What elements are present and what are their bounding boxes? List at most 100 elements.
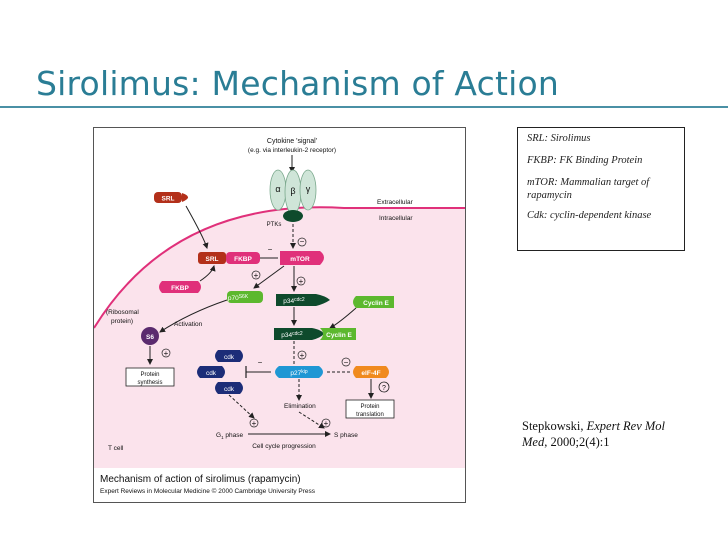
abbreviation-legend: SRL: Sirolimus FKBP: FK Binding Protein …: [517, 127, 685, 251]
ptk-icon: [283, 210, 303, 222]
plus-circle-2: [296, 276, 306, 286]
slide-title: Sirolimus: Mechanism of Action: [36, 64, 559, 103]
mtor-to-p70-arrow: [253, 265, 285, 289]
plus-sign-4: +: [300, 351, 305, 360]
citation-journal: Expert Rev Mol Med: [522, 419, 666, 449]
fkbp-complex-text: FKBP: [234, 256, 252, 263]
protein-synthesis-line2: synthesis: [137, 380, 162, 386]
plus-sign-3: +: [164, 349, 169, 358]
minus-circle-2: [297, 237, 307, 247]
intracellular-label: Intracellular: [379, 215, 413, 222]
mechanism-diagram: Cytokine 'signal' (e.g. via interleukin-…: [94, 138, 465, 469]
protein-synthesis-line1: Protein: [140, 372, 159, 378]
slide-background-top: [0, 0, 728, 20]
plus-circle-4: [297, 350, 307, 360]
plus-circle-3: [161, 348, 171, 358]
fkbp-complex: [226, 252, 260, 264]
g1-word: phase: [224, 432, 244, 439]
cdk-top: [215, 350, 243, 362]
p27-text: p27kip: [290, 369, 307, 377]
fkbp-free-text: FKBP: [171, 285, 189, 292]
p70-sup: S6K: [239, 294, 249, 300]
protein-label: protein): [111, 318, 133, 325]
p70-main: p70: [228, 295, 239, 302]
cyclin-e-free-text: Cyclin E: [363, 300, 389, 307]
p34a-main: p34: [283, 298, 294, 305]
srl-complex: [198, 252, 226, 264]
p34-top: [276, 294, 330, 306]
protein-translation-line1: Protein: [360, 404, 379, 410]
alpha-label: α: [275, 184, 280, 194]
g1-sub: 1: [221, 435, 224, 440]
fkbp-to-complex-arrow: [199, 265, 216, 282]
p34b-main: p34: [281, 332, 292, 339]
cdk-mid: [197, 366, 225, 378]
t-cell-label: T cell: [108, 445, 124, 452]
citation-author: Stepkowski,: [522, 419, 587, 433]
receptor-gamma: [299, 169, 317, 211]
plus-sign-5: +: [252, 419, 257, 428]
srl-free-text: SRL: [162, 196, 175, 203]
cell-membrane: [94, 206, 465, 329]
cdk-mid-text: cdk: [206, 370, 217, 377]
question-icon: [378, 381, 390, 393]
srl-to-complex-arrow: [185, 205, 209, 249]
cdk-bottom-text: cdk: [224, 386, 235, 393]
protein-translation-line2: translation: [356, 412, 384, 418]
p70-text: p70S6K: [228, 294, 249, 302]
elf4f-text: elF-4F: [361, 370, 380, 377]
protein-synthesis-box: [125, 367, 175, 387]
plus-sign-1: +: [254, 271, 259, 280]
legend-item: FKBP: FK Binding Protein: [527, 155, 643, 166]
cell-cycle-label: Cell cycle progression: [252, 443, 316, 450]
protein-translation-box: [345, 399, 395, 419]
legend-item: mTOR: Mammalian target of rapamycin: [527, 177, 650, 201]
cyclin-e-bound: [320, 328, 356, 340]
legend-item: Cdk: cyclin-dependent kinase: [527, 210, 652, 221]
p34a-sup: cdc2: [294, 297, 305, 303]
minus-sign-4: −: [344, 358, 349, 367]
p70-s6k: [227, 291, 263, 303]
extracellular-label: Extracellular: [377, 199, 414, 206]
elimination-label: Elimination: [284, 403, 316, 410]
gamma-label: γ: [306, 184, 311, 194]
figure-copyright: Expert Reviews in Molecular Medicine © 2…: [100, 488, 316, 495]
srl-free: [154, 192, 182, 203]
plus-circle-6: [321, 418, 331, 428]
p34-bottom: [274, 328, 324, 340]
minus-sign-2: −: [300, 237, 305, 246]
mechanism-figure: Cytokine 'signal' (e.g. via interleukin-…: [93, 127, 466, 503]
legend-item: SRL: Sirolimus: [527, 133, 591, 144]
p70-to-s6-arrow: [159, 299, 228, 333]
ribosomal-label: (Ribosomal: [106, 309, 139, 316]
citation-details: , 2000;2(4):1: [544, 435, 610, 449]
srl-complex-text: SRL: [206, 256, 219, 263]
cyclin-to-complex-arrow: [329, 307, 357, 329]
mtor-box: [280, 251, 324, 265]
p34-bottom-text: p34cdc2: [281, 331, 303, 339]
activation-label: Activation: [174, 321, 203, 328]
srl-free-hook: [182, 193, 188, 202]
fkbp-free: [159, 281, 201, 293]
minus-sign-3: −: [258, 358, 263, 367]
g1-phase-label: G1 phase: [216, 432, 243, 440]
minus-sign-1: −: [268, 245, 273, 254]
s6-text: S6: [146, 334, 154, 341]
cdk-bottom: [215, 382, 243, 394]
cytokine-signal-label: Cytokine 'signal': [267, 138, 317, 145]
plus-sign-2: +: [299, 277, 304, 286]
cdk-to-g1-arrow: [228, 394, 255, 419]
g1-main: G: [216, 432, 221, 439]
ptks-label: PTKs: [267, 222, 282, 228]
cdk-top-text: cdk: [224, 354, 235, 361]
elf4f: [353, 366, 389, 378]
p34b-sup: cdc2: [292, 331, 303, 337]
plus-circle-1: [251, 270, 261, 280]
cytokine-note-label: (e.g. via interleukin-2 receptor): [248, 147, 336, 154]
plus-sign-6: +: [324, 419, 329, 428]
citation: Stepkowski, Expert Rev Mol Med, 2000;2(4…: [522, 418, 692, 450]
cyclin-e-free: [353, 296, 394, 308]
question-text: ?: [382, 385, 386, 392]
s6-node: [141, 327, 159, 345]
p27-kip: [275, 366, 323, 378]
